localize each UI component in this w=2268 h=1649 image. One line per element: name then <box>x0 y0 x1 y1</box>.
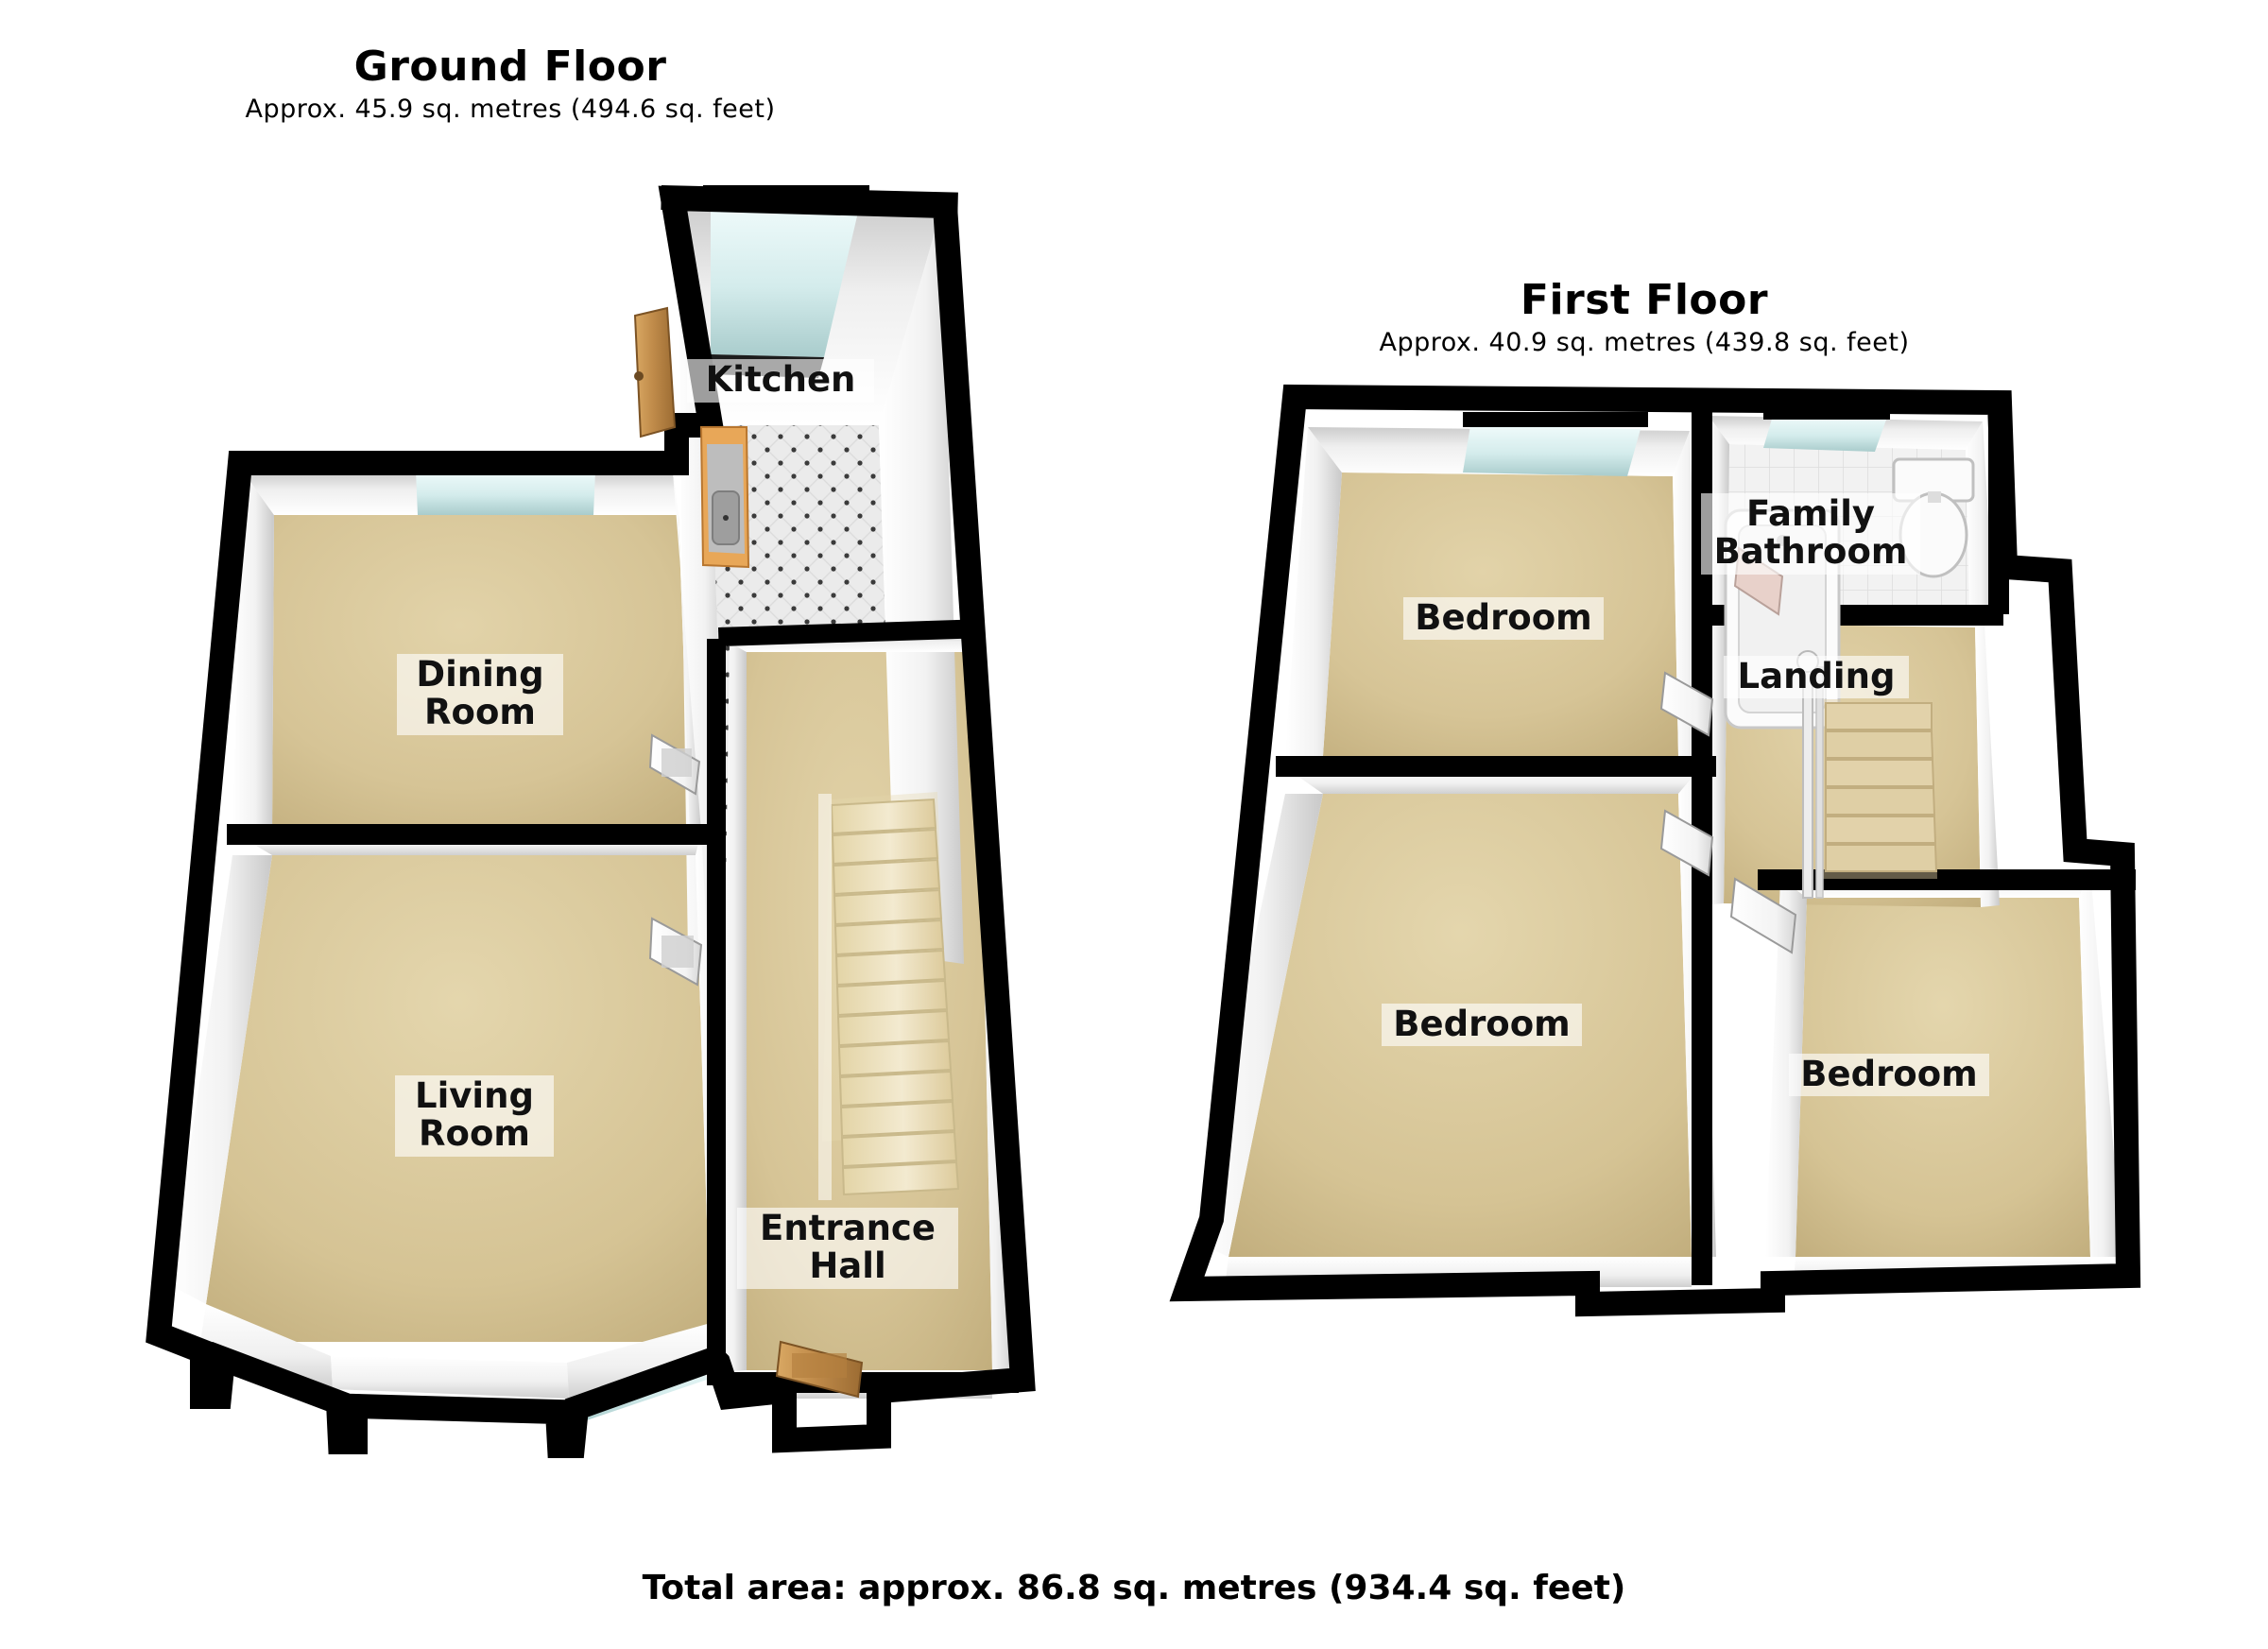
landing-bedroom3-partition <box>1758 869 2136 890</box>
dining-living-partition <box>227 824 709 845</box>
dining-wall-right <box>673 472 701 832</box>
bedroom-2-wall-top <box>1285 767 1701 794</box>
dining-window-head <box>408 457 605 472</box>
living-bay-window-glass-left <box>223 1348 329 1410</box>
bedroom1-bedroom2-partition <box>1276 756 1716 777</box>
room-label-kitchen: Kitchen <box>687 359 874 403</box>
front-door-icon[interactable] <box>775 1340 864 1399</box>
hall-left-partition <box>707 639 726 1385</box>
bedroom-3-door-icon[interactable] <box>1729 877 1797 954</box>
ground-floor-title-block: Ground Floor Approx. 45.9 sq. metres (49… <box>161 43 860 128</box>
living-bay-left-wall <box>200 1304 333 1389</box>
bedroom-1-wall-left <box>1285 427 1342 756</box>
bedroom-1-wall-top <box>1308 427 1690 476</box>
kitchen-wall-left <box>677 203 728 954</box>
bedroom-3-wall-top <box>1780 869 2090 898</box>
room-label-living-room: Living Room <box>395 1075 554 1157</box>
kitchen-back-door-icon[interactable] <box>633 306 677 438</box>
room-label-entrance-hall: Entrance Hall <box>737 1208 958 1289</box>
first-floor-outer-walls <box>1169 384 2141 1317</box>
room-label-bedroom-3: Bedroom <box>1789 1054 1989 1097</box>
bedroom-3-wall-right <box>2079 869 2122 1257</box>
dining-wall-top <box>244 472 679 515</box>
hall-wall-bottom <box>747 1370 992 1399</box>
first-floor-title-block: First Floor Approx. 40.9 sq. metres (439… <box>1285 276 2003 361</box>
bathroom-landing-partition <box>1701 605 2003 626</box>
hall-wall-top <box>730 635 978 652</box>
living-room-door-icon[interactable] <box>648 917 703 987</box>
bedroom-2-wall-bottom <box>1225 1257 1692 1287</box>
room-label-family-bathroom: Family Bathroom <box>1701 493 1920 575</box>
kitchen-wall-right <box>879 210 964 964</box>
bedroom-1-window-glass <box>1463 425 1641 476</box>
bathroom-window-head <box>1763 404 1890 420</box>
living-wall-left <box>170 855 272 1304</box>
room-label-bedroom-2: Bedroom <box>1382 1004 1582 1047</box>
bedroom-1-wall-right <box>1673 431 1701 756</box>
bathroom-right-return-wall <box>1988 406 2009 614</box>
room-label-dining-room: Dining Room <box>397 654 563 735</box>
first-outer-wall-path <box>1169 384 2141 1317</box>
ground-floor-title: Ground Floor <box>353 43 667 91</box>
total-area-text: Total area: approx. 86.8 sq. metres (934… <box>642 1569 1626 1607</box>
bedroom-1-door-icon[interactable] <box>1659 671 1714 737</box>
dining-window-glass <box>416 471 595 515</box>
ground-floor-area: Approx. 45.9 sq. metres (494.6 sq. feet) <box>245 94 776 125</box>
bedroom-2-wall-left <box>1191 794 1323 1257</box>
bathroom-wall-top <box>1709 416 1983 450</box>
living-bay-right-wall <box>567 1323 718 1399</box>
living-bay-front-wall <box>331 1356 569 1399</box>
first-floor-area: Approx. 40.9 sq. metres (439.8 sq. feet) <box>1379 328 1910 358</box>
first-floor-title: First Floor <box>1520 276 1769 324</box>
room-label-bedroom-1: Bedroom <box>1403 597 1604 641</box>
dining-wall-left <box>232 472 274 832</box>
living-bay-window-glass-front <box>352 1395 554 1423</box>
bedroom-2-door-icon[interactable] <box>1659 809 1714 877</box>
hall-staircase-icon <box>818 792 960 1200</box>
bedroom-3-wall-bottom <box>1794 1257 2090 1285</box>
living-bay-window-glass-right <box>576 1359 707 1423</box>
living-wall-right <box>696 832 730 1342</box>
bedroom-2-wall-right <box>1678 767 1716 1257</box>
hall-bottom-wall <box>716 1372 1019 1393</box>
kitchen-top-wall <box>661 184 958 217</box>
bathroom-window-glass <box>1763 416 1886 452</box>
kitchen-window-glass <box>711 200 860 357</box>
dining-room-door-icon[interactable] <box>648 733 701 796</box>
hall-wall-right <box>970 635 1017 1372</box>
kitchen-hall-partition <box>718 619 984 646</box>
living-wall-top <box>232 832 701 855</box>
bathroom-wall-right <box>1966 421 1994 614</box>
first-floor-surfaces <box>1228 444 2090 1257</box>
landing-wall-right <box>1975 624 2000 907</box>
kitchen-window-head <box>703 185 869 202</box>
room-label-landing: Landing <box>1724 656 1909 699</box>
kitchen-floor <box>711 425 896 954</box>
kitchen-sink-counter-icon <box>699 426 750 569</box>
bedroom1-window-head <box>1463 412 1648 427</box>
first-floor-walls <box>1191 416 2122 1287</box>
